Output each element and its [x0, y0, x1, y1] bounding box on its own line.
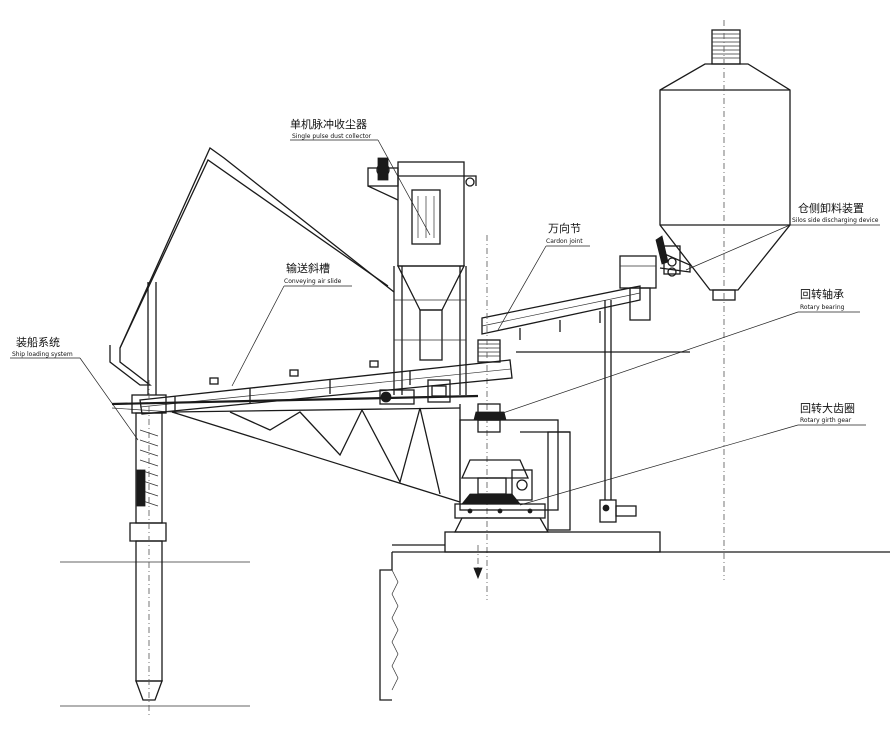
silo-discharge-en: Silos side discharging device — [792, 217, 879, 224]
cardon-joint-cn: 万向节 — [548, 221, 581, 235]
quay-foundation — [60, 531, 890, 707]
dust-collector-cn: 单机脉冲收尘器 — [290, 117, 367, 131]
slewing-tower — [453, 403, 637, 533]
label-cardon-joint: 万向节 Cardon joint — [497, 221, 590, 331]
label-rotary-bearing: 回转轴承 Rotary bearing — [499, 287, 860, 415]
label-ship-loading: 装船系统 Ship loading system — [10, 335, 139, 441]
girth-gear-en: Rotary girth gear — [800, 417, 852, 424]
ship-loading-cn: 装船系统 — [16, 335, 60, 349]
ship-loading-spout — [129, 380, 167, 715]
label-air-slide: 输送斜槽 Conveying air slide — [231, 261, 352, 387]
label-dust-collector: 单机脉冲收尘器 Single pulse dust collector — [290, 117, 431, 236]
boom-truss — [111, 394, 479, 503]
dust-collector — [367, 157, 477, 395]
air-slide-en: Conveying air slide — [284, 278, 342, 285]
cardon-joint-en: Cardon joint — [546, 238, 583, 245]
dust-return-duct — [109, 147, 395, 395]
dust-collector-en: Single pulse dust collector — [292, 133, 372, 140]
air-slide-cn: 输送斜槽 — [286, 261, 330, 275]
rotary-bearing-en: Rotary bearing — [800, 304, 845, 311]
ship-loading-en: Ship loading system — [12, 351, 73, 358]
label-silo-discharge: 仓侧卸料装置 Silos side discharging device — [685, 201, 880, 271]
feed-air-slide — [481, 285, 690, 500]
silo-discharge-device — [619, 235, 691, 321]
label-girth-gear: 回转大齿圈 Rotary girth gear — [519, 401, 866, 506]
rotary-bearing-cn: 回转轴承 — [800, 287, 844, 301]
silo-discharge-cn: 仓侧卸料装置 — [798, 201, 864, 215]
cement-silo — [659, 20, 791, 580]
conveying-air-slide — [139, 359, 513, 415]
girth-gear-cn: 回转大齿圈 — [800, 401, 855, 415]
